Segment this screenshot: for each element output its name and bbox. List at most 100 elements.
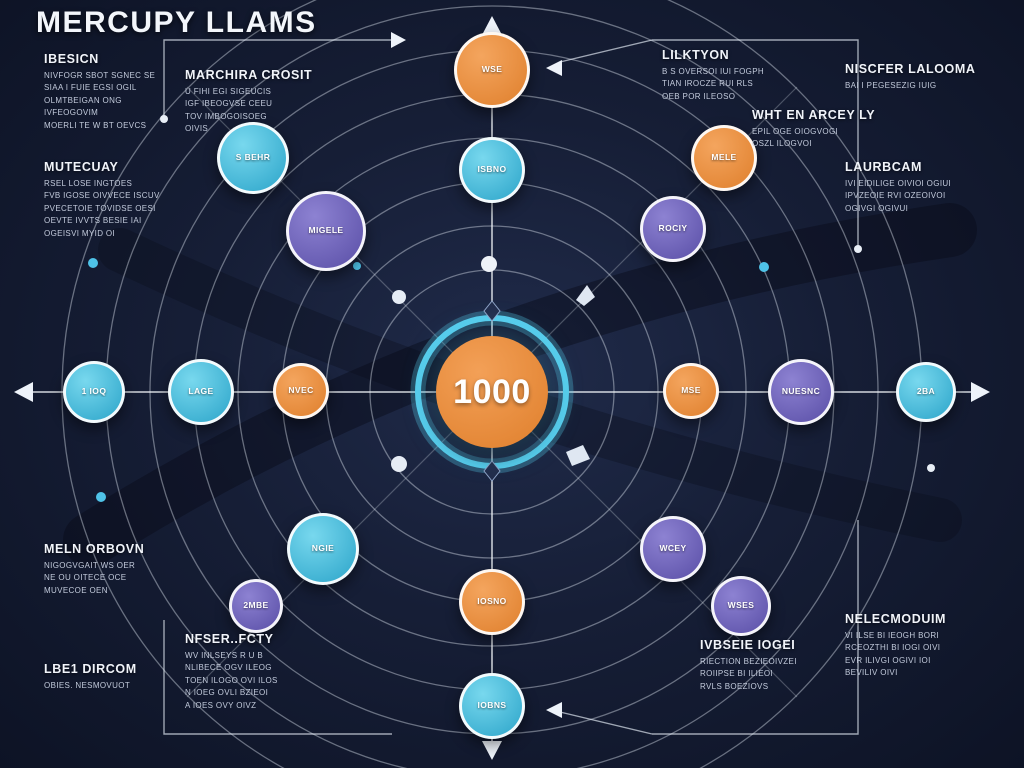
text-block-line: IGF IBEOGVSE CEEU: [185, 99, 273, 109]
decor-dots: [88, 115, 935, 502]
text-block-heading: NELECMODUIM: [845, 612, 947, 626]
text-block-line: VI ILSE BI IEOGH BORI: [845, 631, 940, 640]
text-block-line: OIVIS: [185, 124, 209, 134]
text-block-line: EPIL OGE OIOGVOGI: [752, 127, 839, 136]
node-label: ISBNO: [477, 165, 507, 175]
node-right-mid: NUESNC: [768, 359, 834, 425]
text-block-line: RCEOZTHI BI IOGI OIVI: [845, 643, 941, 653]
text-block-line: OEB POR ILEOSO: [662, 91, 736, 101]
text-block-line: MOERLI TE W BT OEVCS: [44, 120, 147, 130]
text-block-heading: MUTECUAY: [44, 160, 119, 174]
text-block-heading: MELN ORBOVN: [44, 542, 145, 556]
node-label: NVEC: [288, 386, 314, 396]
text-block-mutecuay: MUTECUAY RSEL LOSE INGTOES FVB IGOSE OIVVE…: [44, 160, 189, 240]
text-block-heading: IBESICN: [44, 52, 99, 66]
node-label: IOSNO: [477, 597, 507, 607]
node-top-inner: ISBNO: [459, 137, 525, 203]
text-block-line: BAI I PEGESEZIG IUIG: [845, 81, 937, 90]
center-node: 1000: [436, 336, 548, 448]
node-label: S BEHR: [235, 153, 271, 163]
text-block-line: OGIVGI OGIVUI: [845, 203, 909, 213]
text-block-line: TIAN IROCZE RUI RLS: [662, 79, 754, 89]
text-block-wht-en-arcey: WHT EN ARCEY LY EPIL OGE OIOGVOGI OSZL ILO…: [752, 108, 897, 151]
decor-dot: [96, 492, 106, 502]
text-block-heading: MARCHIRA CROSIT: [185, 68, 313, 82]
node-label: NUESNC: [781, 387, 821, 397]
text-block-line: OLMTBEIGAN ONG: [44, 95, 122, 105]
node-label: MIGELE: [308, 226, 344, 236]
node-label: ROCIY: [658, 224, 688, 234]
node-upper-right-outer: MELE: [691, 125, 757, 191]
text-block-line: OGEISVI MYID OI: [44, 228, 116, 238]
node-label: WSE: [481, 65, 503, 75]
node-right-outer: 2BA: [896, 362, 956, 422]
node-left-inner: NVEC: [273, 363, 329, 419]
text-block-line: IPVZEOIE RVI OZEOIVOI: [845, 191, 946, 201]
text-block-meln-orbovn: MELN ORBOVN NIGOGVGAIT WS OER NE OU OITECE…: [44, 542, 194, 597]
text-block-nelecmoduim: NELECMODUIM VI ILSE BI IEOGH BORI RCEOZTHI…: [845, 612, 1010, 680]
node-right-inner: MSE: [663, 363, 719, 419]
decor-dot: [160, 115, 168, 123]
node-label: LAGE: [188, 387, 214, 397]
node-upper-left-inner: MIGELE: [286, 191, 366, 271]
text-block-nfser-fcty: NFSER..FCTY WV INLSEYS R U B NLIBECE OGV I…: [185, 632, 335, 712]
text-block-ibesicn: IBESICN NIVFOGR SBOT SGNEC SE SIAA I FUIE …: [44, 52, 184, 132]
decor-dot: [927, 464, 935, 472]
text-block-line: RVLS BOEZIOVS: [700, 681, 769, 691]
text-block-heading: LILKTYON: [662, 48, 730, 62]
node-label: 2BA: [916, 387, 936, 397]
node-top-outer: WSE: [454, 32, 530, 108]
node-label: WSES: [727, 601, 755, 611]
text-block-line: OBIES. NESMOVUOT: [44, 681, 131, 690]
decor-dot: [353, 262, 361, 270]
node-label: IOBNS: [477, 701, 507, 711]
text-block-heading: NISCFER LALOOMA: [845, 62, 976, 76]
text-block-heading: LBE1 DIRCOM: [44, 662, 137, 676]
text-block-line: N IOEG OVLI BZIEOI: [185, 688, 269, 698]
text-block-line: WV INLSEYS R U B: [185, 651, 264, 660]
node-label: MELE: [711, 153, 737, 163]
text-block-ivbseie: IVBSEIE IOGEI RIECTION BEZIEOIVZEI ROIIPSE…: [700, 638, 845, 693]
text-block-lbe1-dircom: LBE1 DIRCOM OBIES. NESMOVUOT: [44, 662, 194, 692]
diagram-title: MERCUPY LLAMS: [36, 6, 317, 39]
text-block-line: ROIIPSE BI ILIEOI: [700, 669, 774, 679]
text-block-line: EVR ILIVGI OGIVI IOI: [845, 655, 931, 665]
text-block-niscfer-lalooma: NISCFER LALOOMA BAI I PEGESEZIG IUIG: [845, 62, 1000, 92]
text-block-line: OEVTE IVVTS BESIE IAI: [44, 216, 142, 226]
text-block-heading: WHT EN ARCEY LY: [752, 108, 876, 122]
text-block-line: PVECETOIE TOVIDSE OESI: [44, 203, 156, 213]
text-block-line: NE OU OITECE OCE: [44, 573, 127, 583]
node-bottom-inner: IOSNO: [459, 569, 525, 635]
text-block-line: NLIBECE OGV ILEOG: [185, 663, 272, 673]
text-block-line: B S OVERSOI IUI FOGPH: [662, 67, 765, 76]
node-left-mid: LAGE: [168, 359, 234, 425]
text-block-line: SIAA I FUIE EGSI OGIL: [44, 83, 137, 93]
node-label: MSE: [681, 386, 701, 396]
text-block-line: FVB IGOSE OIVVECE ISCUV: [44, 191, 160, 201]
text-block-line: MUVECOE OEN: [44, 585, 108, 595]
node-lower-left-inner: NGIE: [287, 513, 359, 585]
text-block-line: A IOES OVY OIVZ: [185, 700, 257, 710]
decor-dot: [759, 262, 769, 272]
text-block-heading: NFSER..FCTY: [185, 632, 274, 646]
node-lower-left-outer: 2MBE: [229, 579, 283, 633]
text-block-line: IVI EIDILIGE OIVIOI OGIUI: [845, 179, 952, 188]
node-label: 2MBE: [243, 601, 269, 611]
center-decorations: [391, 256, 595, 482]
text-block-line: IVFEOGOVIM: [44, 108, 99, 118]
axis-arrowheads: [14, 16, 990, 760]
text-block-line: TOEN ILOGO OVI ILOS: [185, 675, 278, 685]
text-block-heading: IVBSEIE IOGEI: [700, 638, 796, 652]
text-block-line: RSEL LOSE INGTOES: [44, 179, 133, 188]
text-block-line: RIECTION BEZIEOIVZEI: [700, 657, 797, 666]
node-upper-left-outer: S BEHR: [217, 122, 289, 194]
node-lower-right-outer: WSES: [711, 576, 771, 636]
corner-brackets: [163, 39, 859, 735]
text-block-line: OSZL ILOGVOI: [752, 139, 812, 149]
text-block-line: NIGOGVGAIT WS OER: [44, 561, 136, 570]
text-block-line: NIVFOGR SBOT SGNEC SE: [44, 71, 156, 80]
node-bottom-outer: IOBNS: [459, 673, 525, 739]
node-left-outer: 1 IOQ: [63, 361, 125, 423]
